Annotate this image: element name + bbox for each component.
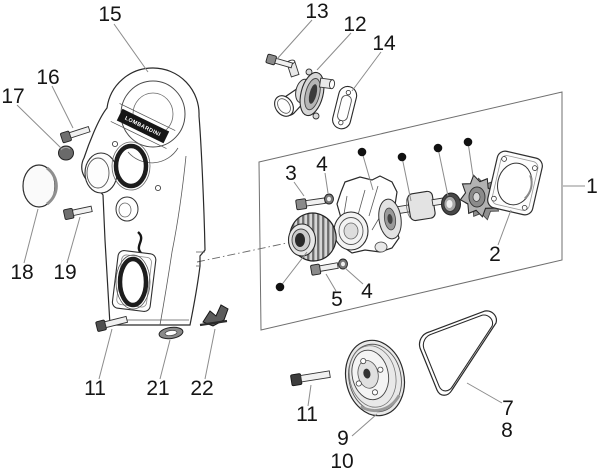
callout-label-17: 17 xyxy=(1,85,24,108)
callout-label-15: 15 xyxy=(98,3,121,26)
washer-4-upper-hole xyxy=(327,196,331,202)
crank-pulley xyxy=(344,339,406,417)
callout-dot xyxy=(463,137,473,147)
toothed-pulley xyxy=(287,212,337,262)
callout-dot xyxy=(357,147,367,157)
impeller xyxy=(459,174,502,221)
bolt-19 xyxy=(63,205,93,220)
callout-label-19: 19 xyxy=(53,261,76,284)
callout-label-4-upper: 4 xyxy=(316,153,328,176)
v-belt xyxy=(418,310,497,396)
brand-band: LOMBARDINI xyxy=(110,103,176,149)
bearing-seal xyxy=(441,192,461,216)
assembly-box xyxy=(258,91,563,331)
callout-label-12: 12 xyxy=(343,13,366,36)
callout-label-14: 14 xyxy=(372,32,396,55)
callout-label-22: 22 xyxy=(190,377,213,400)
plug-17 xyxy=(58,145,74,161)
alignment-axis xyxy=(196,238,307,263)
cap-18 xyxy=(22,164,58,208)
callout-label-8: 8 xyxy=(501,419,513,442)
callout-label-2: 2 xyxy=(489,243,501,266)
pump-housing xyxy=(333,175,402,254)
callout-label-13: 13 xyxy=(305,0,328,23)
callout-dot xyxy=(275,282,285,292)
washer-4-lower-hole xyxy=(341,261,345,267)
callout-dot xyxy=(433,143,443,153)
callout-label-16: 16 xyxy=(36,66,59,89)
bolt-5 xyxy=(310,262,339,276)
clip-22 xyxy=(199,304,229,327)
bolt-13 xyxy=(265,53,294,69)
callout-dot xyxy=(397,152,407,162)
callout-label-4-lower: 4 xyxy=(361,280,373,303)
callout-label-1: 1 xyxy=(586,175,598,198)
leader-lines xyxy=(16,19,585,437)
callout-dots xyxy=(275,137,474,292)
gasket-14 xyxy=(332,85,358,130)
callout-label-3: 3 xyxy=(285,162,297,185)
callout-label-7: 7 xyxy=(502,397,514,420)
callout-label-5: 5 xyxy=(331,288,343,311)
pump-cover-plate xyxy=(487,150,543,216)
callout-label-11-left: 11 xyxy=(84,377,106,400)
thermostat-housing xyxy=(274,59,336,120)
bolt-3 xyxy=(295,197,326,211)
callout-label-9: 9 xyxy=(337,427,349,450)
callout-label-18: 18 xyxy=(10,261,33,284)
bolt-11-left xyxy=(95,315,129,332)
washer-21 xyxy=(158,326,184,340)
bolt-11-bottom xyxy=(290,370,331,387)
callout-label-11-bottom: 11 xyxy=(296,403,318,426)
callout-label-10: 10 xyxy=(330,450,353,473)
callout-label-21: 21 xyxy=(146,377,169,400)
timing-cover: LOMBARDINI xyxy=(81,67,206,326)
bolt-16 xyxy=(60,125,91,144)
